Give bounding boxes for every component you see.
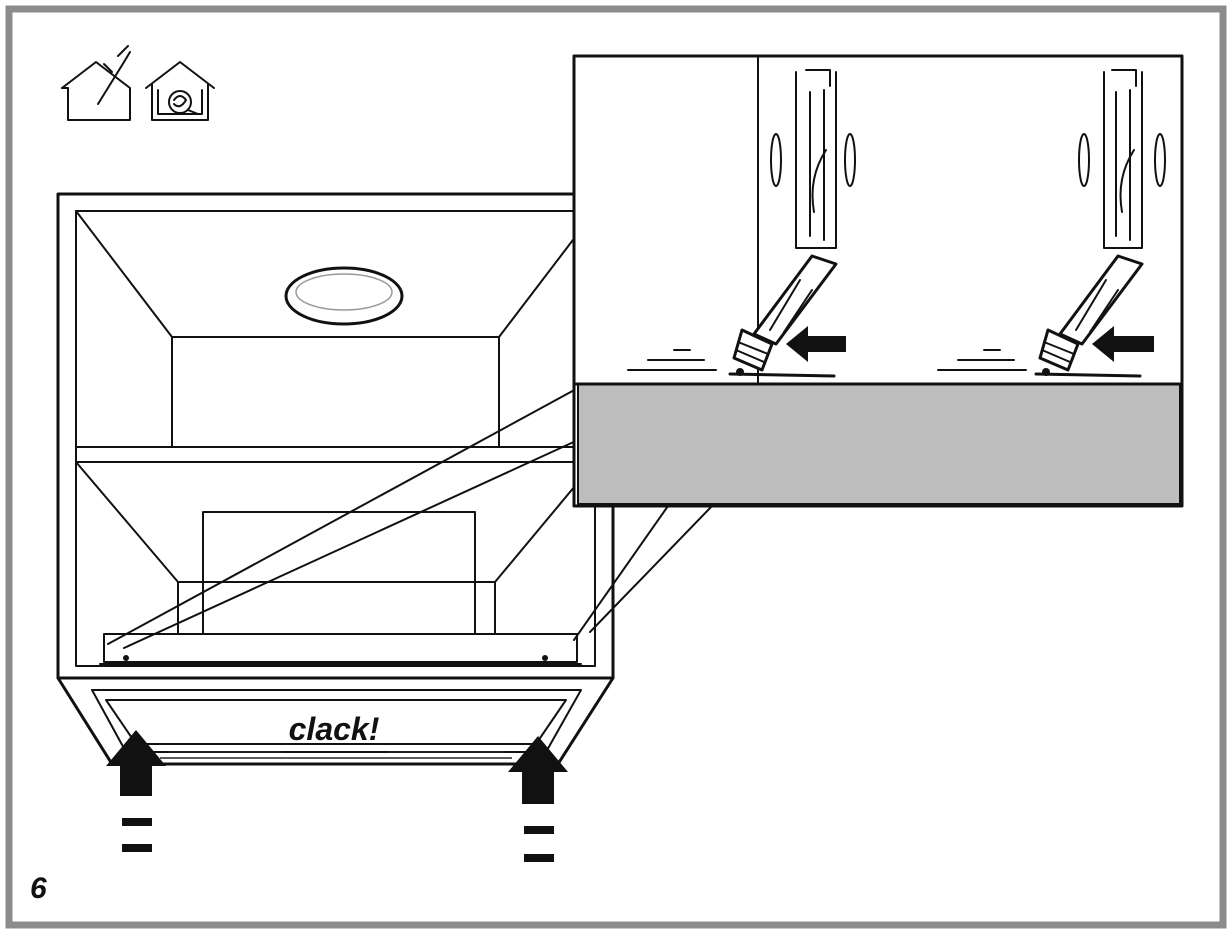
house-fan-icon — [145, 61, 215, 121]
filter-panel — [56, 676, 615, 766]
light-fixture — [284, 266, 404, 326]
push-arrow-right — [508, 736, 568, 862]
step-number: 6 — [30, 872, 47, 905]
filter-edge-detail — [577, 383, 1181, 505]
hood-housing — [56, 192, 615, 680]
detail-inset — [572, 54, 1184, 508]
zoom-callout-lines — [107, 387, 713, 649]
latch-clip-left — [627, 69, 856, 378]
latch-clip-right — [937, 69, 1166, 378]
sound-label: clack! — [289, 711, 380, 747]
install-tool-icon — [61, 45, 131, 121]
push-arrow-left — [106, 730, 166, 852]
